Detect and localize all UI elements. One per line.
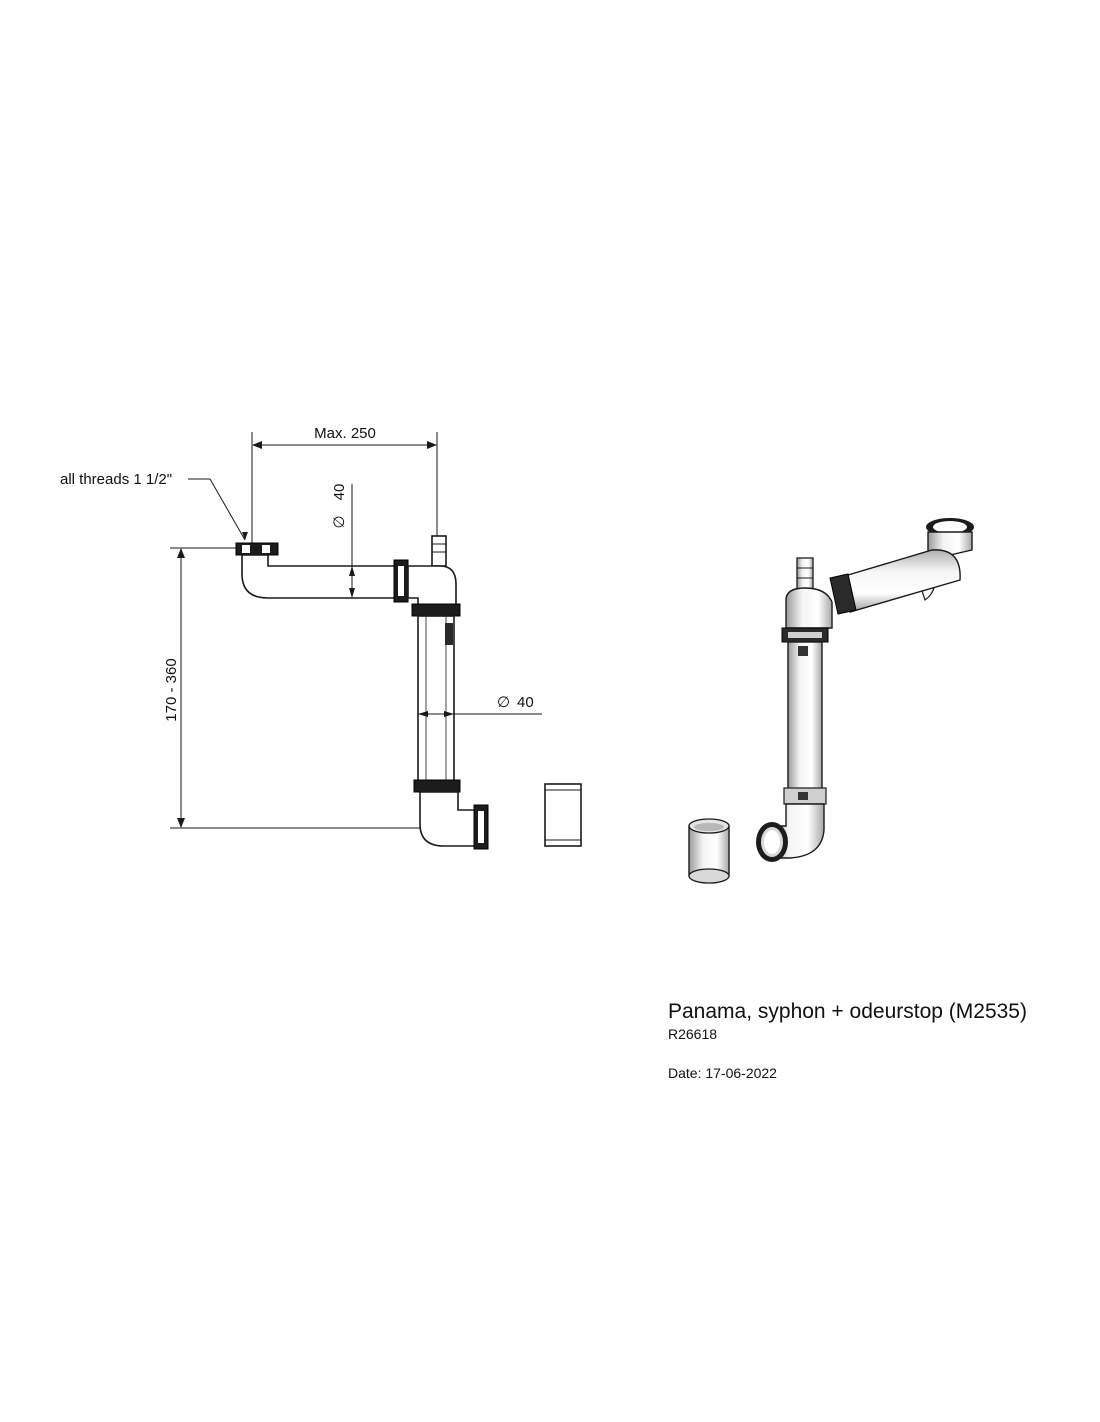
odour-stop-body — [407, 535, 461, 617]
iso-vertical-tube — [783, 641, 827, 805]
height-dimension-label: 170 - 360 — [163, 658, 180, 721]
drawing-title: Panama, syphon + odeurstop (M2535) — [668, 1000, 1027, 1023]
diameter-top-symbol: ∅ — [331, 515, 348, 528]
diameter-dimension-top: ∅ 40 — [331, 484, 355, 598]
diameter-bottom-value: 40 — [517, 694, 534, 711]
height-dimension: 170 - 360 — [163, 547, 425, 829]
drawing-date: Date: 17-06-2022 — [668, 1065, 777, 1081]
iso-odour-stop — [781, 557, 833, 643]
width-dimension-label: Max. 250 — [314, 425, 376, 442]
upper-coupling-nut — [411, 603, 461, 617]
bottom-elbow — [419, 791, 489, 850]
diameter-bottom-symbol: ∅ — [497, 694, 510, 711]
isometric-view — [688, 518, 974, 884]
thread-note: all threads 1 1/2" — [60, 471, 248, 541]
hose-nipple — [431, 535, 447, 567]
iso-arm-tube — [829, 549, 961, 615]
vertical-tube — [413, 615, 461, 793]
iso-bottom-elbow — [756, 803, 825, 862]
title-block: Panama, syphon + odeurstop (M2535) R2661… — [668, 1000, 1027, 1081]
drawing-code: R26618 — [668, 1026, 718, 1042]
thread-note-label: all threads 1 1/2" — [60, 471, 172, 488]
loose-sleeve — [544, 783, 582, 847]
diameter-dimension-bottom: ∅ 40 — [418, 694, 542, 717]
width-dimension: Max. 250 — [251, 425, 438, 548]
diameter-top-value: 40 — [331, 484, 348, 501]
iso-loose-sleeve — [688, 818, 730, 884]
lower-coupling-nut — [413, 779, 461, 793]
horizontal-arm — [235, 542, 409, 603]
front-view: Max. 250 all threads 1 1/2" 170 - 360 — [60, 425, 582, 850]
